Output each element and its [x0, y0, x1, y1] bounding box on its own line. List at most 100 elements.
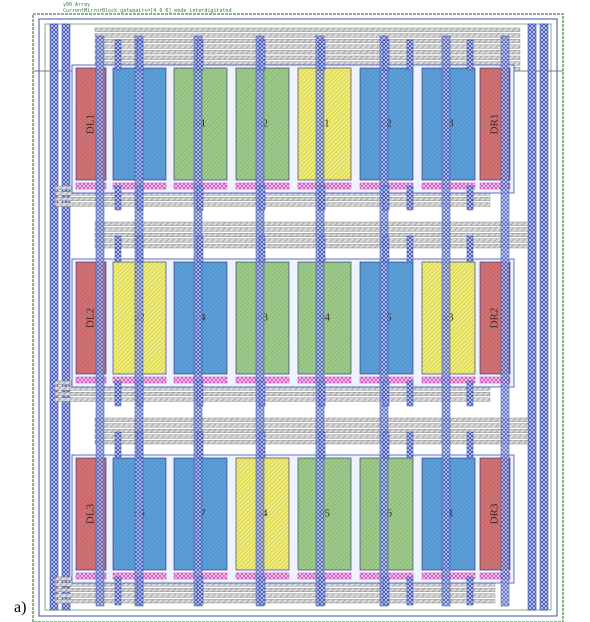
- device-hatch: [298, 262, 351, 374]
- figure-label: a): [14, 599, 27, 616]
- metal-rail: [54, 202, 491, 207]
- via-stub: [382, 39, 390, 71]
- via-columns: [95, 35, 510, 607]
- side-rail: [49, 23, 59, 611]
- outer-guard-ring: [32, 13, 564, 622]
- metal-rail: [94, 27, 521, 32]
- via-stub: [196, 39, 204, 71]
- inner-outline: [44, 23, 552, 611]
- contact-strip: [479, 376, 511, 384]
- device-label: b4: [319, 312, 331, 324]
- contact-strip: [75, 182, 107, 190]
- side-rail: [539, 23, 549, 611]
- contact-strip: [75, 376, 107, 384]
- via-stub: [196, 576, 204, 606]
- metal-rail: [94, 50, 521, 55]
- contact-strip: [479, 572, 511, 580]
- via-stub: [196, 431, 204, 459]
- via-column: [134, 35, 144, 607]
- contact-strip: [75, 572, 107, 580]
- via-stub: [136, 380, 144, 407]
- via-stub: [382, 185, 390, 211]
- via-stub: [406, 185, 414, 211]
- inner-guard-ring: [38, 18, 558, 617]
- via-stub: [406, 576, 414, 606]
- metal-rail: [94, 39, 521, 44]
- via-stub: [318, 576, 326, 606]
- device-label: DR3: [489, 503, 501, 524]
- via-stub: [466, 380, 474, 407]
- metal-rail: [94, 55, 521, 60]
- metal-rail: [54, 593, 496, 598]
- metal-rail: [54, 397, 491, 402]
- via-stub: [382, 576, 390, 606]
- via-stub: [466, 185, 474, 211]
- via-column: [379, 35, 389, 607]
- via-stub: [318, 39, 326, 71]
- device-label: DL3: [85, 503, 97, 524]
- via-column: [95, 35, 105, 607]
- via-stub: [258, 380, 266, 407]
- device-cell: b4: [297, 261, 352, 384]
- via-column: [255, 35, 265, 607]
- device-label: DL1: [85, 114, 97, 134]
- metal-rail: [94, 238, 529, 243]
- via-stub: [318, 380, 326, 407]
- metal-rail: [94, 429, 529, 434]
- metal-rail: [94, 232, 529, 237]
- via-stub: [258, 185, 266, 211]
- device-cell: a1: [297, 67, 352, 190]
- via-stub: [382, 235, 390, 263]
- metal-rail: [54, 588, 496, 593]
- via-stub: [196, 380, 204, 407]
- via-stub: [318, 235, 326, 263]
- metal-rail: [94, 244, 529, 249]
- via-stub: [406, 235, 414, 263]
- device-label: DR1: [489, 114, 501, 135]
- via-stub: [466, 431, 474, 459]
- via-stub: [466, 576, 474, 606]
- metal-rail: [94, 221, 529, 226]
- device-hatch: [298, 68, 351, 180]
- via-stub: [136, 185, 144, 211]
- via-stub: [382, 380, 390, 407]
- via-stub: [466, 235, 474, 263]
- device-label: b5: [319, 508, 331, 520]
- via-stub: [258, 576, 266, 606]
- layout-title: y00 Array: [63, 2, 91, 8]
- metal-rail: [54, 599, 496, 604]
- via-stub: [406, 380, 414, 407]
- device-hatch: [298, 458, 351, 570]
- via-column: [500, 35, 510, 607]
- metal-rail: [94, 33, 521, 38]
- metal-rail: [94, 227, 529, 232]
- metal-rail: [54, 392, 491, 397]
- via-column: [315, 35, 325, 607]
- via-stub: [136, 39, 144, 71]
- side-rail: [527, 23, 537, 611]
- layout-subtitle: CurrentMirrorBlock gatepairs=[4 6 6] mod…: [63, 8, 232, 14]
- via-stub: [466, 39, 474, 71]
- via-stub: [406, 431, 414, 459]
- metal-rail: [94, 434, 529, 439]
- via-stub: [136, 576, 144, 606]
- via-stub: [114, 576, 122, 606]
- device-label: a1: [319, 118, 329, 130]
- via-stub: [114, 235, 122, 263]
- via-stub: [114, 380, 122, 407]
- via-stub: [196, 185, 204, 211]
- metal-rail: [94, 44, 521, 49]
- metal-rail: [94, 440, 529, 445]
- via-stub: [114, 185, 122, 211]
- via-column: [441, 35, 451, 607]
- metal-rail: [94, 417, 529, 422]
- via-column: [193, 35, 203, 607]
- via-stub: [114, 431, 122, 459]
- via-stub: [382, 431, 390, 459]
- via-stub: [318, 431, 326, 459]
- metal-rail: [54, 196, 491, 201]
- device-label: DR2: [489, 308, 501, 329]
- via-stub: [258, 235, 266, 263]
- via-stub: [136, 235, 144, 263]
